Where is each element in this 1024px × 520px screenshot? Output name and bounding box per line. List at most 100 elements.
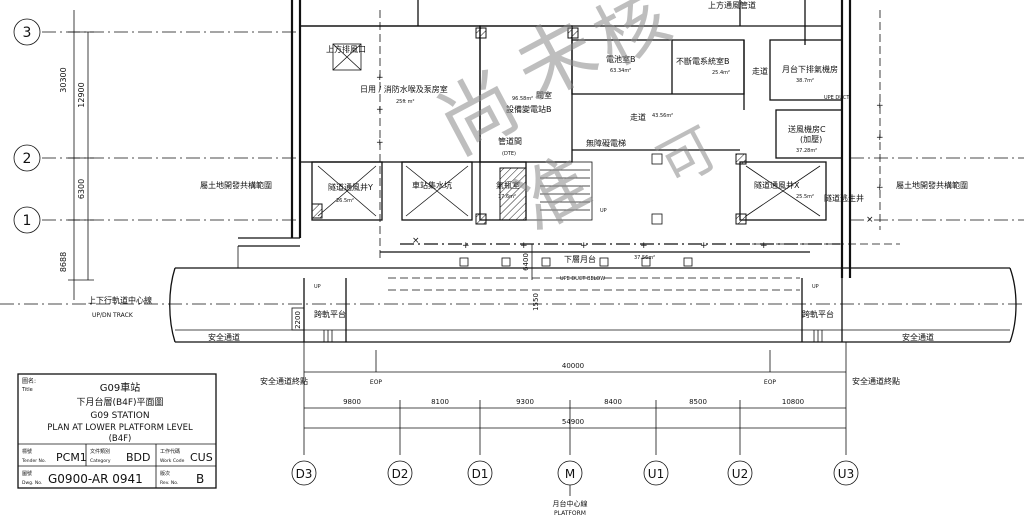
- label-platform-exhaust-area: 38.7m²: [796, 78, 814, 84]
- grid-label-u3: U3: [838, 467, 854, 481]
- dim-6400: 6400: [522, 253, 530, 271]
- grid-label-row-1: 1: [23, 213, 32, 229]
- label-gas-room-area: 17.6m²: [498, 194, 516, 200]
- label-up-left: UP: [314, 284, 321, 290]
- label-platform-exhaust: 月台下排氣機房: [782, 64, 838, 74]
- grid-label-d3: D3: [296, 467, 313, 481]
- label-up-stair: UP: [600, 208, 607, 214]
- label-battery-b-area: 63.34m²: [610, 68, 631, 74]
- svg-text:+: +: [376, 73, 384, 83]
- title-block: 圖名: Title G09車站 下月台層(B4F)平面圖 G09 STATION…: [17, 373, 217, 489]
- svg-text:+: +: [876, 183, 884, 193]
- dim-54900: 54900: [562, 418, 584, 426]
- work-value: CUS: [190, 451, 213, 464]
- label-cross-right: 跨軌平台: [802, 309, 834, 319]
- dim-9300: 9300: [516, 398, 534, 406]
- dim-10800: 10800: [782, 398, 804, 406]
- label-safety-end-left: 安全通道終點: [260, 376, 308, 386]
- svg-text:+: +: [700, 241, 708, 251]
- dim-8400: 8400: [604, 398, 622, 406]
- label-land-dev-left: 屬土地開發共構範圍: [200, 180, 272, 190]
- work-label: 工作代碼: [160, 448, 180, 455]
- label-safety-end-right: 安全通道終點: [852, 376, 900, 386]
- title-label: 圖名:: [22, 377, 36, 385]
- dim-left-30300: 30300: [59, 67, 68, 92]
- label-shaft-x: 隧道通風井X: [754, 180, 800, 190]
- track-dimensions: 2200 1550 6400: [294, 244, 540, 329]
- svg-text:+: +: [580, 241, 588, 251]
- title-plan-en: PLAN AT LOWER PLATFORM LEVEL: [47, 423, 193, 433]
- rev-label-en: Rev. No.: [160, 480, 178, 486]
- label-valve-room: 閥室: [536, 90, 552, 100]
- dim-8100: 8100: [431, 398, 449, 406]
- label-sub-station-area: 96.58m²: [512, 96, 533, 102]
- dim-2200: 2200: [294, 311, 302, 329]
- grid-label-u1: U1: [648, 467, 664, 481]
- watermark-char-1: 尚: [423, 57, 534, 173]
- dim-left-6300: 6300: [77, 179, 86, 199]
- label-safety-right: 安全通道: [902, 332, 934, 342]
- track-area: [0, 267, 1024, 343]
- title-level-en: (B4F): [109, 434, 132, 444]
- grid-label-row-3: 3: [23, 25, 32, 41]
- category-label: 文件類別: [90, 448, 110, 455]
- svg-text:+: +: [376, 105, 384, 115]
- title-station-en: G09 STATION: [90, 411, 149, 421]
- dim-9800: 9800: [343, 398, 361, 406]
- label-sub-station: 設備變電站B: [506, 104, 552, 114]
- label-eop-right: EOP: [764, 379, 777, 386]
- grid-bubble-d3: [291, 460, 317, 486]
- label-corridor-2: 走道: [630, 112, 646, 122]
- grid-columns: D3 D2 D1 M U1 U2 U3 月台中心線 PLATFORM: [291, 460, 859, 517]
- label-corridor-area: 43.56m²: [652, 113, 673, 119]
- watermark-char-5: 可: [648, 116, 728, 200]
- svg-text:+: +: [462, 241, 470, 251]
- svg-text:+: +: [640, 241, 648, 251]
- grid-bubble-u3: [833, 460, 859, 486]
- grid-bubble-row-1: [13, 206, 41, 234]
- grid-label-row-2: 2: [23, 151, 32, 167]
- label-escape-shaft: 隧道逃生井: [824, 193, 864, 203]
- svg-text:+: +: [876, 101, 884, 111]
- grid-cross-2: ×: [866, 215, 874, 225]
- watermark: 尚 未 核 准 可: [423, 0, 728, 246]
- rev-label: 版次: [160, 470, 170, 477]
- label-ups-b: 不斷電系統室B: [676, 56, 730, 66]
- tender-label-en: Tender No.: [21, 458, 46, 464]
- label-battery-b: 電池室B: [606, 54, 636, 64]
- dwg-label: 圖號: [22, 470, 32, 477]
- label-pipe-room: 管道間: [498, 136, 522, 146]
- label-supply-fan-c: 送風機房C: [788, 124, 826, 134]
- label-up-right: UP: [812, 284, 819, 290]
- title-plan-zh: 下月台層(B4F)平面圖: [76, 396, 163, 408]
- label-platform-center: 月台中心線: [553, 499, 588, 508]
- grid-label-m: M: [565, 467, 575, 481]
- dwg-value: G0900-AR 0941: [48, 472, 143, 486]
- building-outline: [237, 0, 900, 291]
- label-upe-duct: UPE DUCT: [824, 95, 850, 101]
- label-gas-room: 氣瓶室: [496, 180, 520, 190]
- label-fire-pump-area: 25ft m²: [396, 99, 414, 105]
- tender-value: PCM1: [56, 451, 87, 464]
- grid-bubble-d2: [387, 460, 413, 486]
- grid-bubble-row-3: [13, 18, 41, 46]
- dim-1550: 1550: [532, 293, 540, 311]
- label-land-dev-right: 屬土地開發共構範圍: [896, 180, 968, 190]
- room-labels: 上方排風口 日用 / 消防水喉及泵房室 25ft m² 96.58m² 設備變電…: [88, 0, 968, 342]
- grid-bubble-u2: [727, 460, 753, 486]
- grid-bubble-u1: [643, 460, 669, 486]
- label-lower-platform: 下層月台: [564, 254, 596, 264]
- label-barrier-free-lift: 無障礙電梯: [586, 138, 626, 148]
- label-pipe-room-sub: (DTE): [502, 151, 516, 157]
- label-upper-fan-duct: 上方通風管道: [708, 0, 756, 10]
- grid-bubble-d1: [467, 460, 493, 486]
- label-shaft-y: 隧道通風井Y: [328, 182, 373, 192]
- svg-text:+: +: [376, 138, 384, 148]
- label-supply-fan-c-sub: (加壓): [800, 134, 822, 144]
- left-dimension-chain: 30300 12900 6300 8688: [59, 10, 94, 300]
- label-supply-fan-c-area: 37.28m²: [796, 148, 817, 154]
- work-label-en: Work Code: [160, 458, 185, 464]
- dim-left-12900: 12900: [77, 82, 86, 107]
- dim-8500: 8500: [689, 398, 707, 406]
